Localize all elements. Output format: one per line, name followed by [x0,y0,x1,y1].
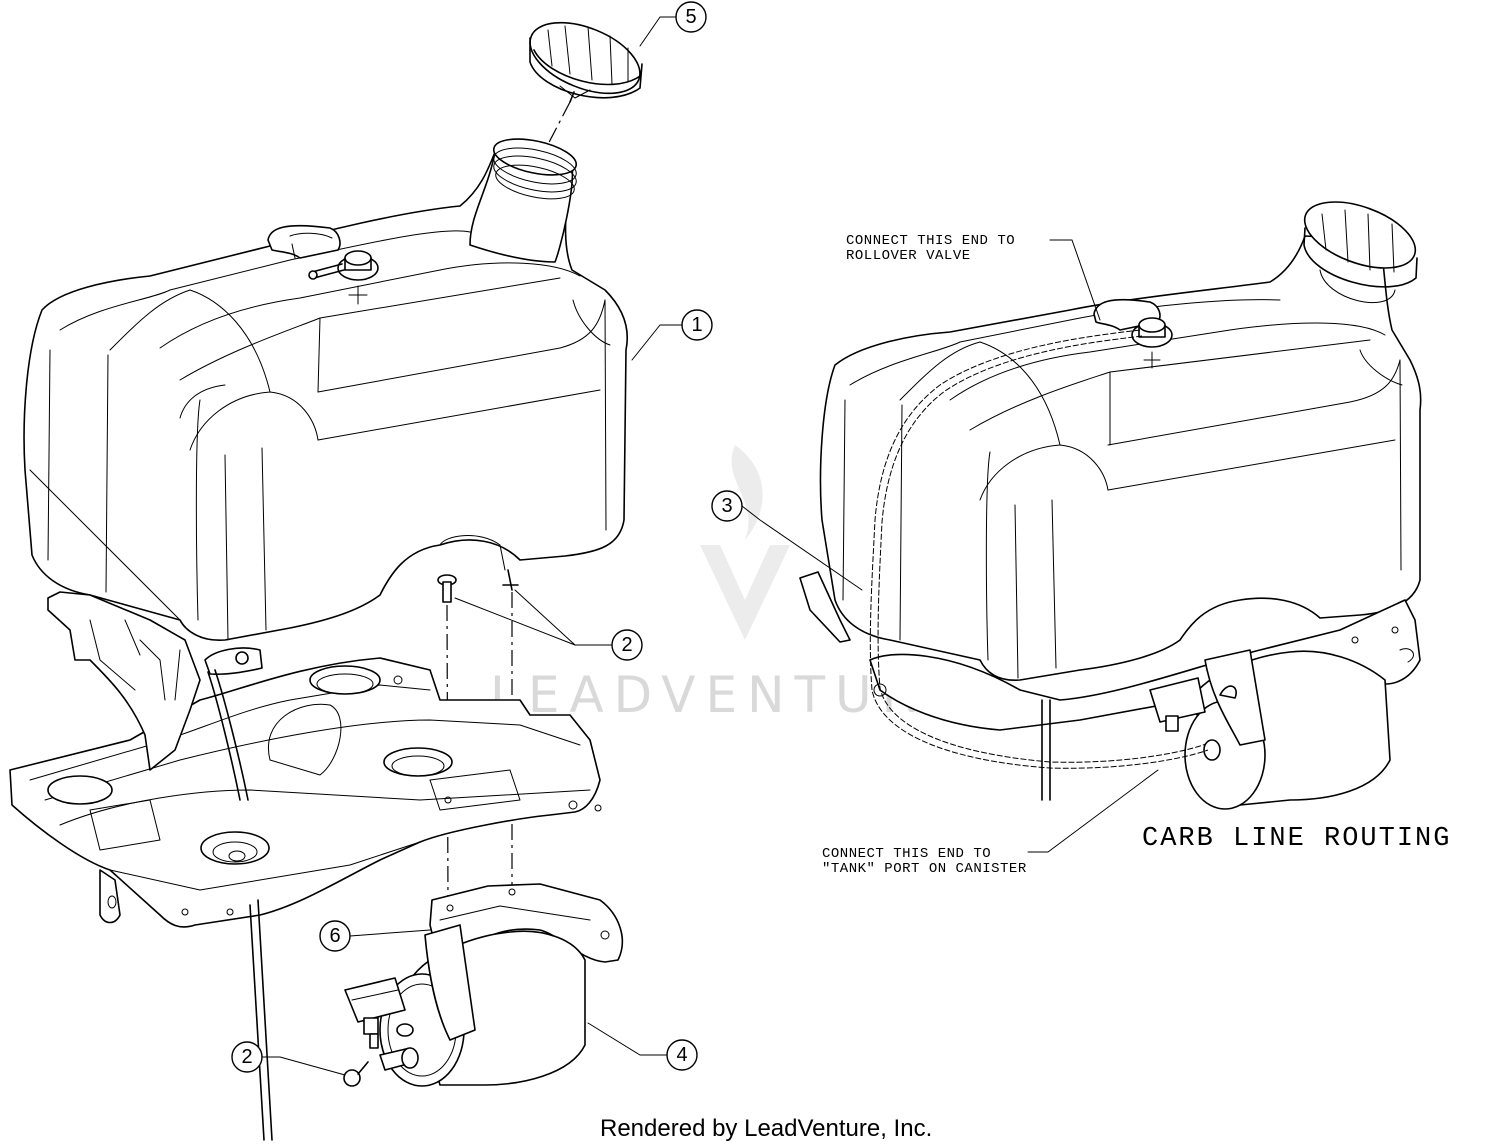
watermark-v-icon [700,545,790,640]
tank-port-note: CONNECT THIS END TO "TANK" PORT ON CANIS… [822,846,1027,877]
rendered-by-footer: Rendered by LeadVenture, Inc. [600,1115,932,1142]
callout-4-number: 4 [676,1044,687,1066]
callout-1-number: 1 [691,314,702,336]
fuel-tank-exploded [23,138,629,641]
tank-note-line-1: CONNECT THIS END TO [822,846,991,862]
callout-6: 6 [319,920,351,952]
callout-6-number: 6 [329,925,340,947]
fuel-cap-exploded [529,21,643,103]
callout-2-lower-number: 2 [241,1046,252,1068]
evap-canister-exploded [344,924,586,1087]
carb-line-routing-title: CARB LINE ROUTING [1142,824,1451,854]
screw-lower [343,1061,369,1087]
rollover-valve-note: CONNECT THIS END TO ROLLOVER VALVE [846,233,1015,264]
leader-lines-left [261,16,683,1076]
leader-lines-right [741,239,1159,853]
rollover-note-line-1: CONNECT THIS END TO [846,233,1015,249]
callout-2-lower: 2 [231,1041,263,1073]
screws-upper [437,569,519,603]
callout-4: 4 [666,1039,698,1071]
fuel-line-down [257,899,273,1141]
callout-5-number: 5 [685,6,696,28]
callout-1: 1 [681,309,713,341]
tank-note-line-2: "TANK" PORT ON CANISTER [822,861,1027,877]
callout-5: 5 [675,1,707,33]
fuel-tank-routing-view [799,201,1422,810]
callout-2-upper: 2 [611,629,643,661]
callout-3-number: 3 [721,495,732,517]
rollover-note-line-2: ROLLOVER VALVE [846,248,971,264]
watermark-flame-icon [731,445,763,540]
fuel-line-down-2 [249,904,265,1141]
callout-2-upper-number: 2 [621,634,632,656]
callout-3: 3 [711,490,743,522]
tank-support-bracket [47,591,263,801]
